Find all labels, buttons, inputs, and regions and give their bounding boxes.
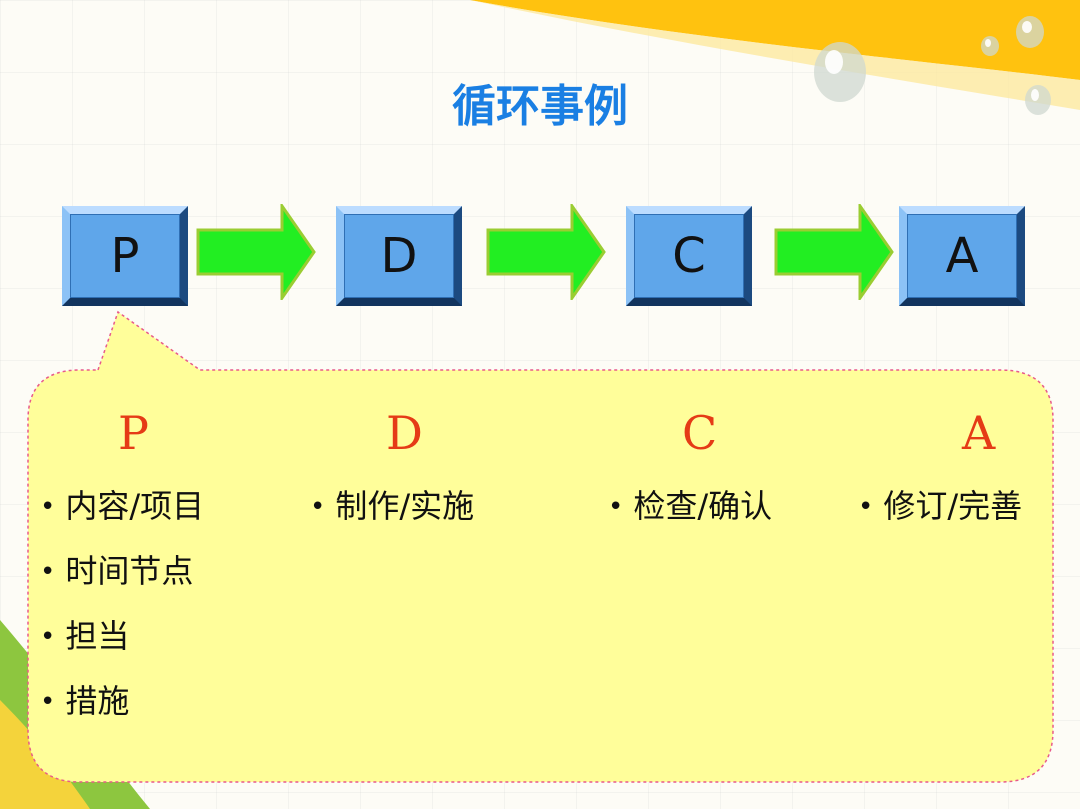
list-item: 制作/实施	[310, 474, 570, 539]
water-drop-icon	[981, 36, 999, 56]
top-right-yellow-band	[470, 0, 1080, 80]
column-heading: C	[682, 406, 718, 460]
water-drop-icon	[1025, 85, 1051, 115]
list-item: 担当	[40, 604, 300, 669]
list-item: 时间节点	[40, 539, 300, 604]
step-box-a: A	[899, 206, 1025, 306]
column-act: A 修订/完善	[858, 400, 1068, 539]
step-box-c: C	[626, 206, 752, 306]
page-title: 循环事例	[452, 81, 628, 132]
column-heading: A	[962, 406, 996, 460]
list-item: 措施	[40, 669, 300, 734]
column-check: C 检查/确认	[608, 400, 868, 539]
list-item: 检查/确认	[608, 474, 868, 539]
flow-arrow-icon	[486, 204, 606, 300]
column-plan: P 内容/项目 时间节点 担当 措施	[40, 400, 300, 734]
water-drop-icon	[814, 42, 866, 102]
column-heading: P	[118, 406, 149, 460]
water-drop-icon	[1016, 16, 1044, 48]
step-box-p: P	[62, 206, 188, 306]
column-do: D 制作/实施	[310, 400, 570, 539]
step-box-d: D	[336, 206, 462, 306]
flow-arrow-icon	[774, 204, 894, 300]
top-right-light-band	[470, 0, 1080, 110]
list-item: 内容/项目	[40, 474, 300, 539]
flow-arrow-icon	[196, 204, 316, 300]
list-item: 修订/完善	[858, 474, 1068, 539]
column-heading: D	[386, 406, 423, 460]
